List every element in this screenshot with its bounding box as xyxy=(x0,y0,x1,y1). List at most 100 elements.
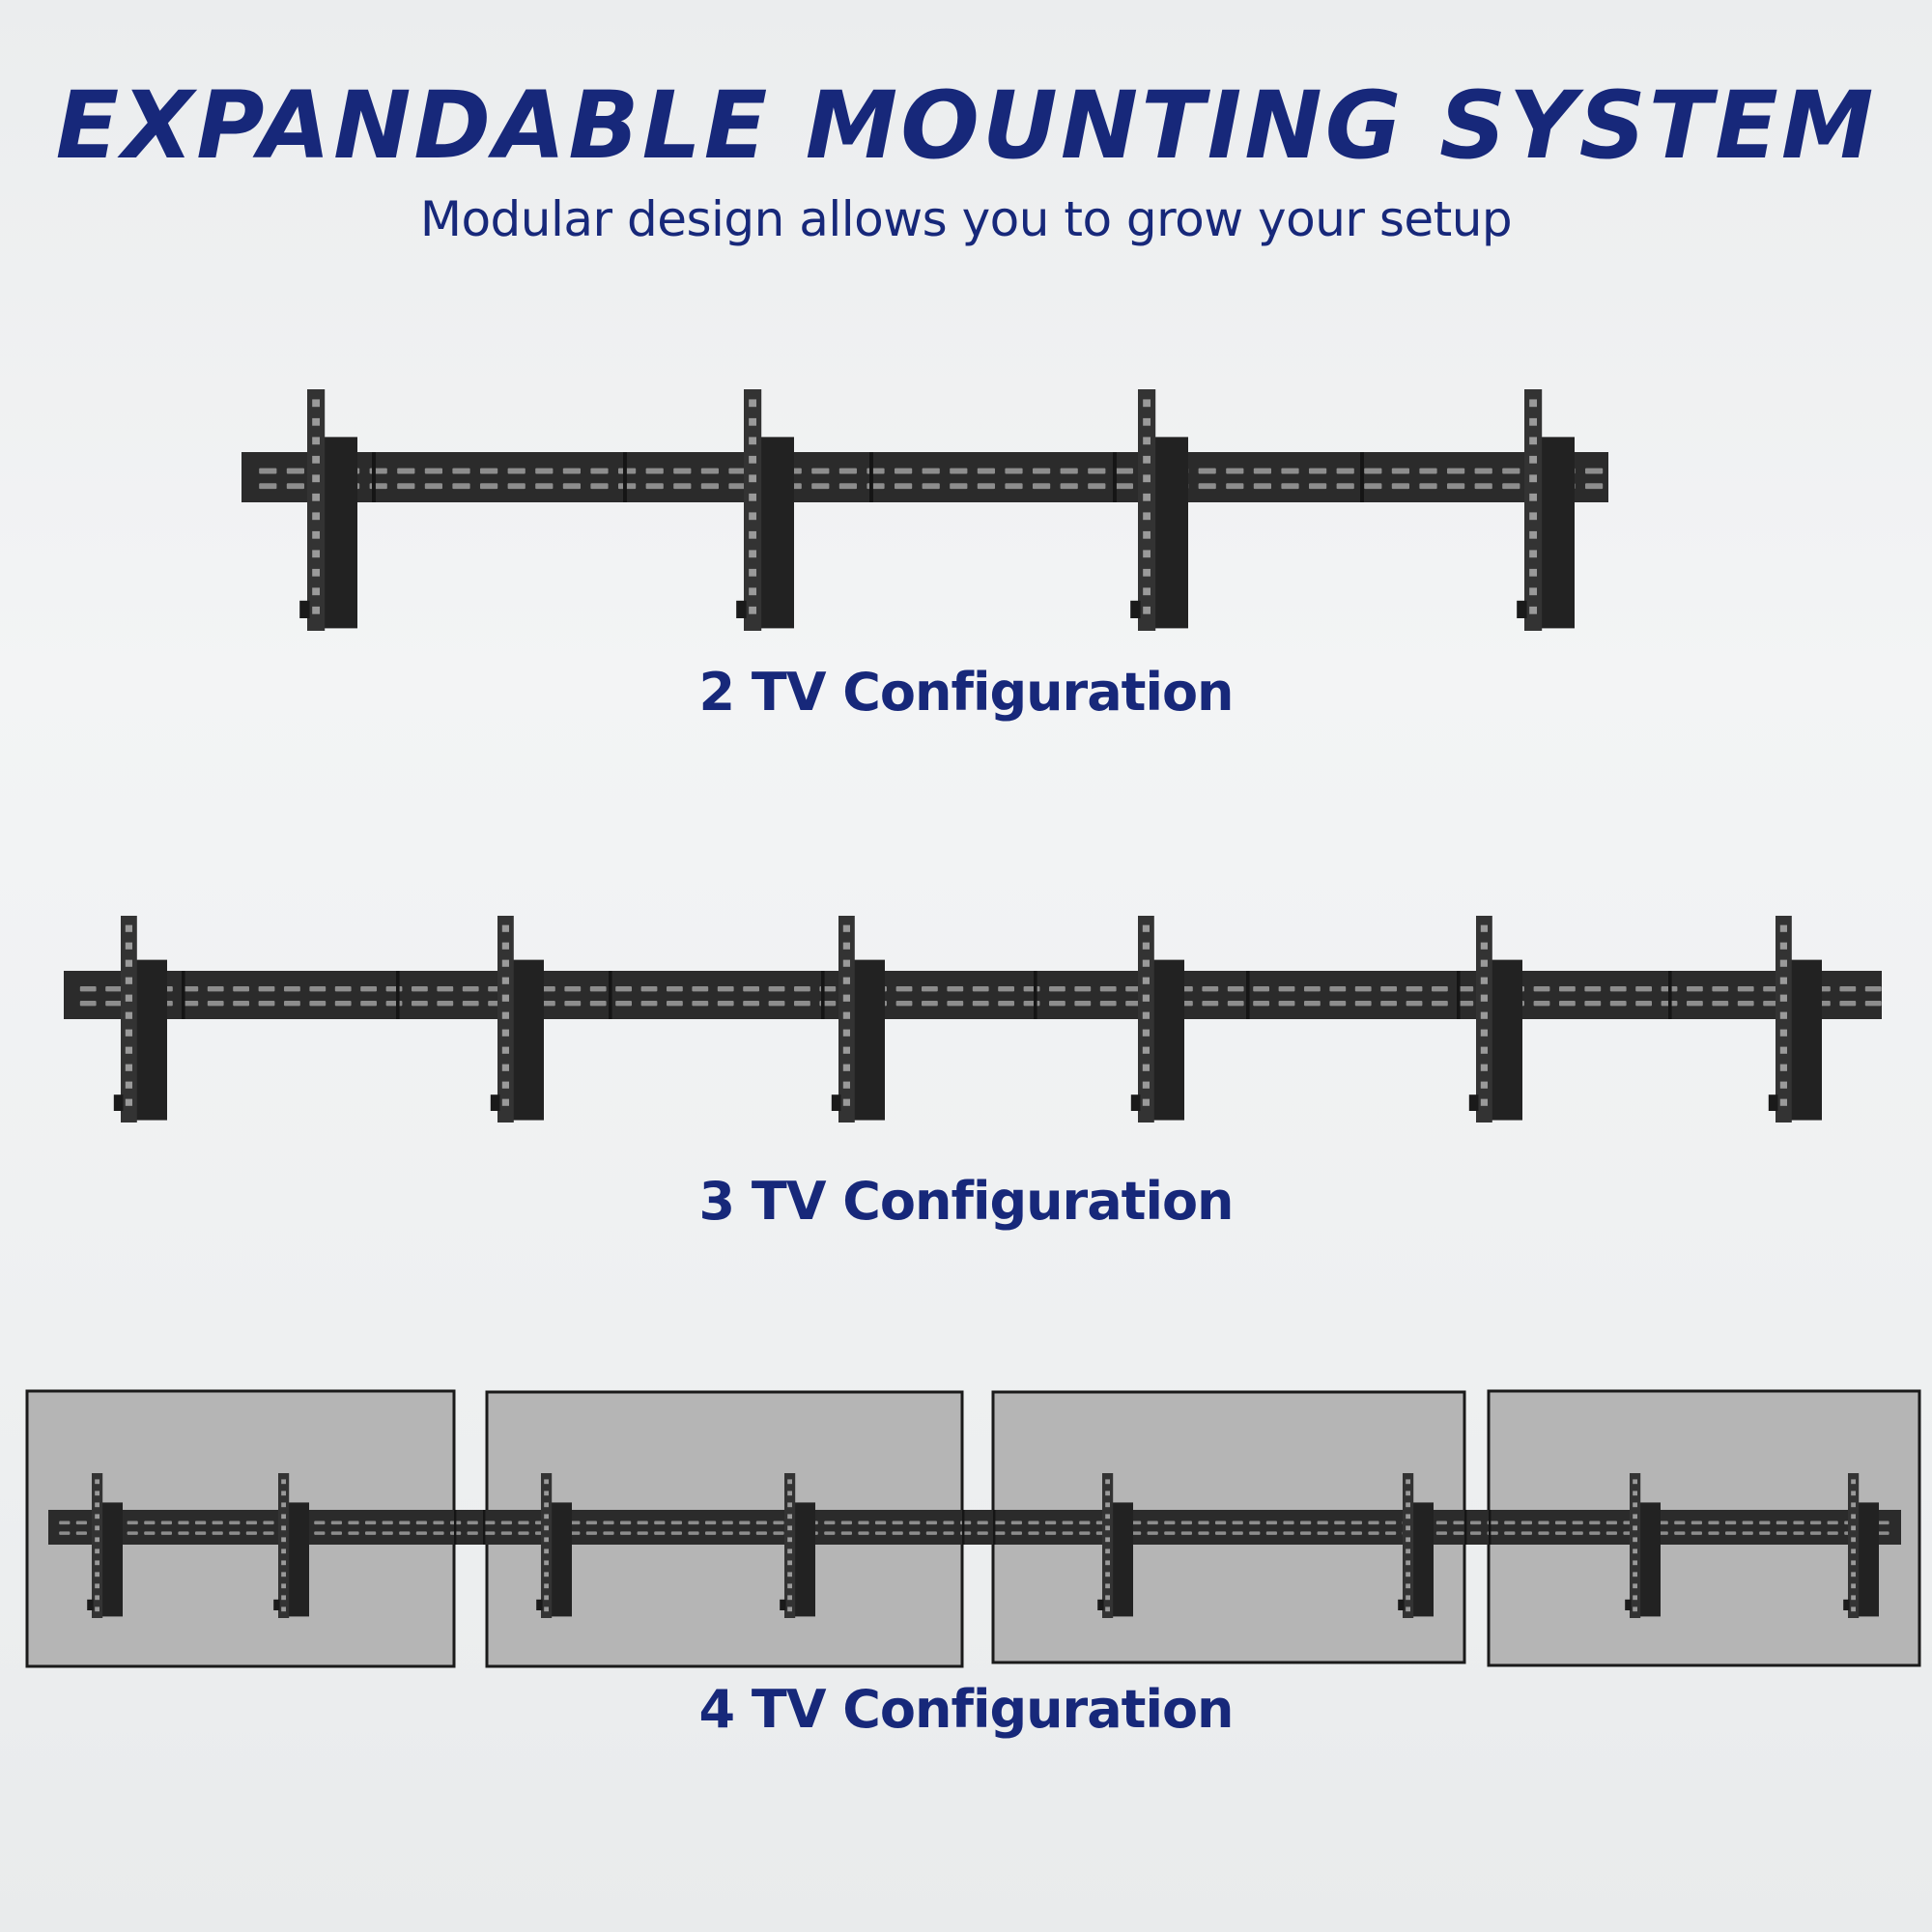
rail-slot xyxy=(755,1531,767,1535)
bracket-hole xyxy=(787,1548,792,1554)
bracket-hole xyxy=(1143,512,1151,521)
rail-slot xyxy=(811,483,830,490)
rail-slot xyxy=(1742,1531,1753,1535)
rail-slot xyxy=(947,1001,964,1007)
rail-slot xyxy=(1737,1001,1754,1007)
bracket-hole xyxy=(312,493,320,501)
rail-slot xyxy=(1453,1520,1464,1525)
rail-slot xyxy=(1520,1520,1532,1525)
bracket-hole xyxy=(1529,399,1537,408)
bracket-hole xyxy=(544,1606,549,1612)
bracket-hole xyxy=(1851,1572,1856,1577)
bracket-clip xyxy=(1097,1599,1104,1610)
rail-slot xyxy=(1227,986,1244,992)
rail-slot xyxy=(75,1531,87,1535)
rail-slot xyxy=(1435,1531,1447,1535)
rail-slot xyxy=(286,468,304,474)
bracket-hole xyxy=(749,417,756,426)
bracket-hole xyxy=(749,550,756,558)
rail-slot xyxy=(943,1531,954,1535)
rail-slot xyxy=(618,483,637,490)
rail-slot xyxy=(1249,1520,1261,1525)
rail-seam xyxy=(483,1510,486,1545)
rail-seam xyxy=(993,1510,996,1545)
rail-slot xyxy=(620,1520,632,1525)
rail-slot xyxy=(640,1001,658,1007)
bracket-clip xyxy=(536,1599,543,1610)
rail-slot xyxy=(1364,468,1382,474)
bracket-hole xyxy=(1529,474,1537,483)
rail-slot xyxy=(1810,1520,1822,1525)
rail-slot xyxy=(637,1531,648,1535)
rail-slot xyxy=(692,1001,709,1007)
rail-slot xyxy=(1520,1531,1532,1535)
rail-slot xyxy=(717,1001,734,1007)
rail-slot xyxy=(1202,1001,1219,1007)
bracket-hole xyxy=(1529,568,1537,577)
rail-slot xyxy=(397,468,415,474)
rail-slot xyxy=(722,1531,733,1535)
rail-slot xyxy=(1447,483,1465,490)
rail-slot xyxy=(1435,1520,1447,1525)
bracket-hole xyxy=(1480,1081,1488,1089)
rail-slot xyxy=(1033,483,1051,490)
bracket-hole xyxy=(281,1548,286,1554)
bracket-hole xyxy=(787,1525,792,1531)
rail-slot xyxy=(977,1520,988,1525)
bracket-hole xyxy=(1142,1098,1150,1106)
rail-slot xyxy=(1253,1001,1269,1007)
bracket-hole xyxy=(1142,1081,1150,1089)
rail-slot xyxy=(667,1001,683,1007)
rail-slot xyxy=(947,986,964,992)
rail-slot xyxy=(484,1531,496,1535)
rail-slot xyxy=(1687,1001,1703,1007)
bracket-hole xyxy=(125,924,132,932)
bracket-hole xyxy=(1779,994,1787,1002)
rail-slot xyxy=(1354,1001,1372,1007)
rail-slot xyxy=(178,1531,189,1535)
rail-slot xyxy=(1864,986,1882,992)
bracket-hole xyxy=(749,587,756,596)
bracket-hole xyxy=(1779,1098,1787,1106)
bracket-hole xyxy=(787,1606,792,1612)
rail-slot xyxy=(1329,986,1347,992)
rail-slot xyxy=(348,1520,359,1525)
rail-slot xyxy=(960,1520,972,1525)
bracket-hole xyxy=(749,493,756,501)
rail-slot xyxy=(1810,1531,1822,1535)
bracket-hole xyxy=(544,1537,549,1543)
bracket-hole xyxy=(1633,1525,1637,1531)
rail-slot xyxy=(229,1520,241,1525)
rail-slot xyxy=(1125,986,1142,992)
rail-slot xyxy=(1115,483,1133,490)
rail-3tv xyxy=(64,916,1882,1122)
rail-slot xyxy=(673,468,692,474)
rail-seam xyxy=(1034,971,1037,1019)
rail-slot xyxy=(79,986,97,992)
rail-slot xyxy=(1336,483,1354,490)
rail-slot xyxy=(743,1001,759,1007)
rail-slot xyxy=(1533,986,1550,992)
bracket-hole xyxy=(125,1029,132,1037)
bracket-hole xyxy=(1142,924,1150,932)
bracket-hole xyxy=(281,1502,286,1508)
bracket-hole xyxy=(281,1595,286,1601)
rail-slot xyxy=(654,1520,666,1525)
bracket-hole xyxy=(1406,1479,1410,1485)
bracket-hole xyxy=(1406,1491,1410,1496)
bracket-hole xyxy=(749,530,756,539)
bracket-hole xyxy=(125,1064,132,1071)
rail-slot xyxy=(1385,1520,1397,1525)
rail-slot xyxy=(334,1001,352,1007)
bracket-hole xyxy=(312,530,320,539)
rail-slot xyxy=(1309,468,1327,474)
rail-slot xyxy=(1839,986,1857,992)
rail-slot xyxy=(925,1520,937,1525)
rail-slot xyxy=(1265,1520,1277,1525)
rail-slot xyxy=(1010,1531,1022,1535)
rail-slot xyxy=(467,1520,478,1525)
bracket-hole xyxy=(1105,1595,1110,1601)
rail-slot xyxy=(1635,1001,1652,1007)
